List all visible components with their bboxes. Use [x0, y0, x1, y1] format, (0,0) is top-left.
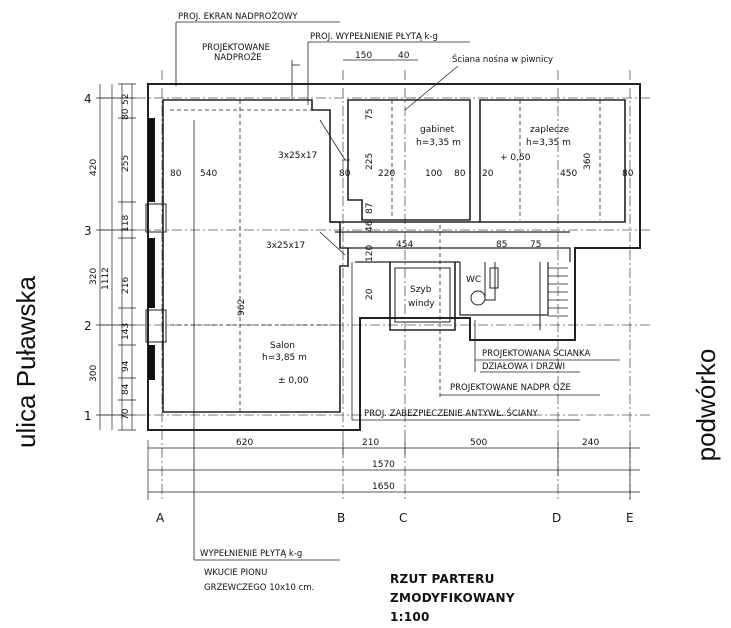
dim-left-52: 52: [121, 94, 131, 105]
dim-left-80: 80: [121, 108, 131, 120]
annotation-wypelnienie-top: PROJ. WYPEŁNIENIE PŁYTĄ k-g: [310, 32, 438, 42]
dim-bottom-240: 240: [582, 438, 599, 448]
dim-bottom-620: 620: [236, 438, 253, 448]
street-label: ulica Puławska: [11, 276, 41, 448]
dim-left-94: 94: [121, 360, 131, 372]
title-line-2: ZMODYFIKOWANY: [390, 591, 515, 605]
title-scale: 1:100: [390, 610, 430, 624]
room-gabinet: gabinet: [420, 125, 455, 135]
annotation-sciana-nosna: Ściana nośna w piwnicy: [452, 53, 553, 65]
annotation-nadproze-2: NADPROŻE: [214, 52, 262, 63]
annotation-scianka-1: PROJEKTOWANA ŚCIANKA: [482, 347, 590, 359]
room-salon: Salon: [270, 341, 295, 351]
dim-mid-450: 450: [560, 169, 577, 179]
axis-letter-e: E: [626, 511, 634, 525]
dim-mid-220: 220: [378, 169, 395, 179]
dim-vert-20: 20: [365, 288, 375, 300]
dim-row2-85: 85: [496, 240, 507, 250]
annotation-nadproze-1: PROJEKTOWANE: [202, 43, 270, 53]
dim-top-150: 150: [355, 51, 372, 61]
dim-mid-80c: 80: [454, 169, 466, 179]
dim-vert-360: 360: [583, 153, 593, 170]
dim-mid-80d: 80: [622, 169, 634, 179]
room-zaplecze: zaplecze: [530, 125, 570, 135]
annotation-wkucie-1: WKUCIE PIONU: [204, 568, 267, 578]
room-gabinet-height: h=3,35 m: [416, 138, 461, 148]
title-line-1: RZUT PARTERU: [390, 572, 495, 586]
axis-letter-b: B: [337, 511, 345, 525]
dim-left-255: 255: [121, 155, 131, 172]
dim-left-320: 320: [89, 268, 99, 285]
dim-left-84: 84: [121, 383, 131, 395]
axis-number-2: 2: [84, 319, 92, 333]
axis-number-4: 4: [84, 92, 92, 106]
dim-mid-80a: 80: [170, 169, 182, 179]
dim-left-70: 70: [121, 408, 131, 420]
annotation-nadproze-b: PROJEKTOWANE NADPR OŻE: [450, 382, 571, 393]
dim-row2-75: 75: [530, 240, 541, 250]
axis-number-1: 1: [84, 409, 92, 423]
dim-left-420: 420: [89, 159, 99, 176]
dim-bottom-210: 210: [362, 438, 379, 448]
dim-left-1112: 1112: [101, 267, 111, 290]
yard-label: podwórko: [691, 348, 721, 462]
dim-bottom-500: 500: [470, 438, 487, 448]
room-szyb-1: Szyb: [410, 285, 432, 295]
beam-label-1: 3x25x17: [278, 151, 317, 161]
dim-left-216: 216: [121, 277, 131, 294]
dim-left-143: 143: [121, 323, 131, 340]
room-salon-level: ± 0,00: [278, 376, 309, 386]
dim-mid-20: 20: [482, 169, 494, 179]
room-zaplecze-height: h=3,35 m: [526, 138, 571, 148]
dim-vert-962: 962: [237, 299, 247, 316]
axis-letter-d: D: [552, 511, 561, 525]
room-zaplecze-level: + 0,50: [500, 153, 531, 163]
annotation-wkucie-2: GRZEWCZEGO 10x10 cm.: [204, 583, 314, 593]
dim-vert-75: 75: [365, 109, 375, 120]
axis-letter-c: C: [399, 511, 407, 525]
dim-vert-87: 87: [365, 203, 375, 214]
dim-row2-454: 454: [396, 240, 413, 250]
beam-label-2: 3x25x17: [266, 241, 305, 251]
dim-left-300: 300: [89, 365, 99, 382]
axis-letter-a: A: [156, 511, 165, 525]
axis-number-3: 3: [84, 224, 92, 238]
dim-bottom-1650: 1650: [372, 482, 395, 492]
dim-vert-46: 46: [365, 220, 375, 232]
dim-mid-80b: 80: [339, 169, 351, 179]
dim-vert-225: 225: [365, 153, 375, 170]
dim-vert-120: 120: [365, 245, 375, 262]
dim-bottom-1570: 1570: [372, 460, 395, 470]
room-szyb-2: windy: [408, 299, 435, 309]
dim-left-118: 118: [121, 215, 131, 232]
dim-mid-100: 100: [425, 169, 442, 179]
annotation-ekran: PROJ. EKRAN NADPROŻOWY: [178, 11, 298, 22]
dim-mid-540: 540: [200, 169, 217, 179]
annotation-scianka-2: DZIAŁOWA I DRZWI: [482, 362, 565, 372]
dim-top-40: 40: [398, 51, 410, 61]
room-wc: WC: [466, 275, 481, 285]
room-salon-height: h=3,85 m: [262, 353, 307, 363]
annotation-zabezpieczenie: PROJ. ZABEZPIECZENIE ANTYWŁ. ŚCIANY: [364, 407, 539, 419]
annotation-wyp-bottom: WYPEŁNIENIE PŁYTĄ k-g: [200, 549, 302, 559]
